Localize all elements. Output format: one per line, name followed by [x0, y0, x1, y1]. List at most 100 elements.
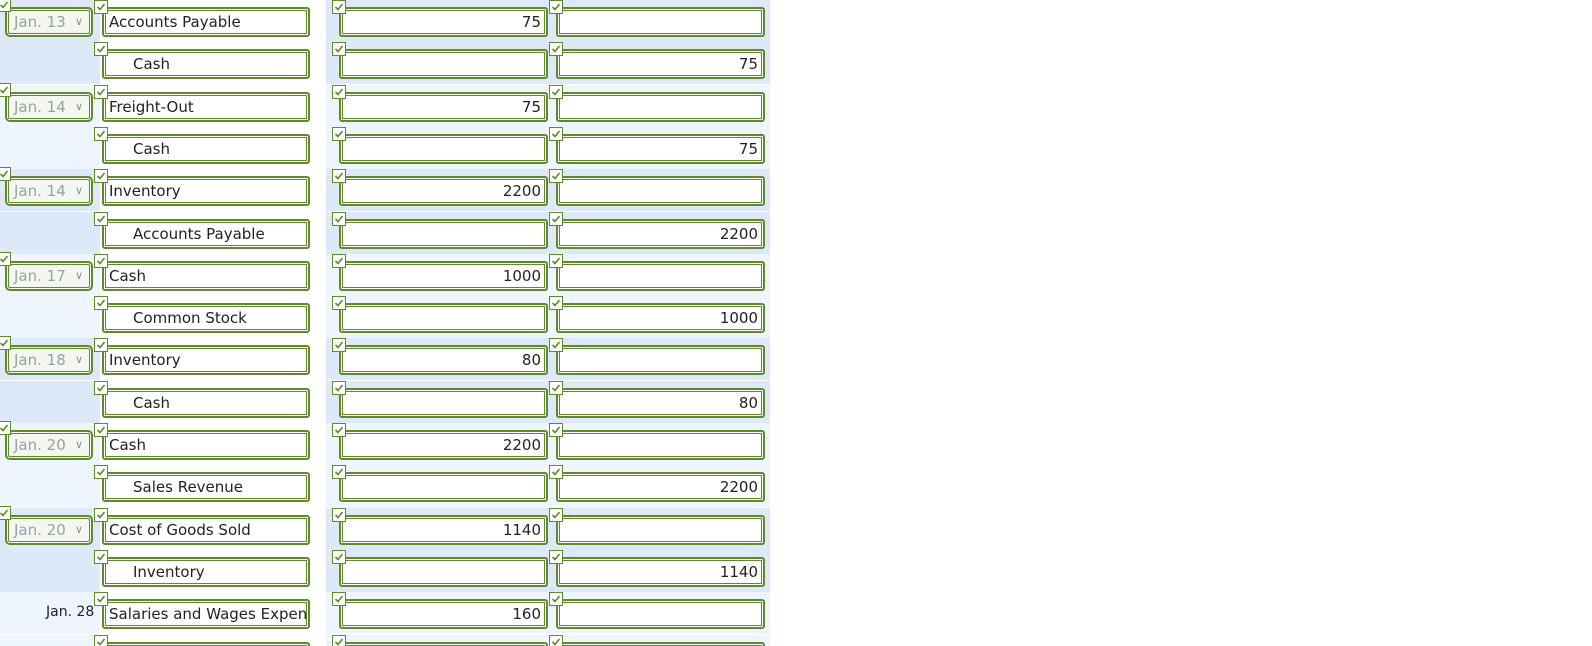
credit-input[interactable]: 1000 — [556, 303, 765, 333]
check-icon — [94, 423, 108, 437]
account-title-input[interactable]: Cost of Goods Sold — [102, 515, 310, 545]
credit-input[interactable]: 80 — [556, 388, 765, 418]
account-title-input[interactable]: Inventory — [102, 345, 310, 375]
debit-input[interactable] — [339, 557, 548, 587]
account-title-input[interactable]: Cash — [102, 134, 310, 164]
check-icon — [0, 252, 11, 266]
account-title-input[interactable]: Salaries and Wages Expens — [102, 599, 310, 629]
credit-input[interactable] — [556, 261, 765, 291]
date-select[interactable]: Jan. 20∨ — [5, 515, 93, 545]
check-icon — [549, 508, 563, 522]
table-row — [0, 635, 770, 646]
table-row: Accounts Payable 2200 — [0, 212, 770, 254]
debit-input[interactable] — [339, 49, 548, 79]
credit-input[interactable]: 2200 — [556, 219, 765, 249]
check-icon — [332, 381, 346, 395]
debit-input[interactable]: 80 — [339, 345, 548, 375]
account-title-input[interactable]: Common Stock — [102, 303, 310, 333]
check-icon — [549, 381, 563, 395]
credit-input[interactable] — [556, 345, 765, 375]
account-title-input[interactable]: Sales Revenue — [102, 472, 310, 502]
table-row: Jan. 14∨ Inventory 2200 — [0, 167, 770, 211]
date-select[interactable]: Jan. 14∨ — [5, 176, 93, 206]
check-icon — [94, 296, 108, 310]
credit-input[interactable] — [556, 430, 765, 460]
date-select[interactable]: Jan. 18∨ — [5, 345, 93, 375]
date-cell — [0, 635, 100, 646]
date-select-value: Jan. 14 — [14, 182, 66, 200]
debit-input[interactable]: 75 — [339, 92, 548, 122]
debit-input[interactable]: 160 — [339, 599, 548, 629]
check-icon — [549, 85, 563, 99]
check-icon — [549, 212, 563, 226]
check-icon — [332, 85, 346, 99]
date-cell — [0, 381, 100, 423]
debit-input[interactable] — [339, 388, 548, 418]
date-select[interactable]: Jan. 20∨ — [5, 430, 93, 460]
account-title-input[interactable] — [102, 642, 310, 646]
check-icon — [332, 338, 346, 352]
debit-input[interactable] — [339, 303, 548, 333]
check-icon — [94, 550, 108, 564]
credit-input[interactable]: 2200 — [556, 472, 765, 502]
table-row: Jan. 20∨ Cash 2200 — [0, 421, 770, 465]
check-icon — [549, 465, 563, 479]
date-cell — [0, 42, 100, 84]
check-icon — [549, 550, 563, 564]
debit-input[interactable]: 1140 — [339, 515, 548, 545]
credit-input[interactable]: 75 — [556, 134, 765, 164]
account-title-input[interactable]: Inventory — [102, 557, 310, 587]
date-select[interactable]: Jan. 14 ∨ — [5, 92, 93, 122]
account-title-input[interactable]: Cash — [102, 49, 310, 79]
credit-input[interactable] — [556, 92, 765, 122]
debit-input[interactable]: 75 — [339, 7, 548, 37]
chevron-down-icon: ∨ — [74, 100, 83, 113]
chevron-down-icon: ∨ — [74, 15, 83, 28]
date-select-value: Jan. 14 — [14, 98, 66, 116]
credit-input[interactable] — [556, 642, 765, 646]
date-select-value: Jan. 20 — [14, 436, 66, 454]
debit-input[interactable] — [339, 472, 548, 502]
debit-input[interactable] — [339, 219, 548, 249]
check-icon — [549, 296, 563, 310]
check-icon — [94, 0, 108, 14]
account-title-input[interactable]: Accounts Payable — [102, 219, 310, 249]
account-title-input[interactable]: Freight-Out — [102, 92, 310, 122]
check-icon — [94, 465, 108, 479]
debit-input[interactable] — [339, 642, 548, 646]
check-icon — [94, 381, 108, 395]
date-select-value: Jan. 17 — [14, 267, 66, 285]
debit-input[interactable]: 2200 — [339, 430, 548, 460]
credit-input[interactable] — [556, 515, 765, 545]
check-icon — [94, 592, 108, 606]
debit-input[interactable]: 2200 — [339, 176, 548, 206]
date-select[interactable]: Jan. 17∨ — [5, 261, 93, 291]
table-row: Sales Revenue 2200 — [0, 465, 770, 507]
credit-input[interactable]: 1140 — [556, 557, 765, 587]
account-title-input[interactable]: Cash — [102, 430, 310, 460]
credit-input[interactable]: 75 — [556, 49, 765, 79]
account-title-input[interactable]: Cash — [102, 261, 310, 291]
account-title-input[interactable]: Cash — [102, 388, 310, 418]
check-icon — [332, 465, 346, 479]
account-title-input[interactable]: Accounts Payable — [102, 7, 310, 37]
date-select[interactable]: Jan. 13∨ — [5, 7, 93, 37]
debit-input[interactable] — [339, 134, 548, 164]
check-icon — [549, 254, 563, 268]
check-icon — [549, 169, 563, 183]
account-title-input[interactable]: Inventory — [102, 176, 310, 206]
check-icon — [332, 508, 346, 522]
check-icon — [94, 635, 108, 646]
credit-input[interactable] — [556, 7, 765, 37]
date-label: Jan. 28 — [46, 604, 95, 620]
credit-input[interactable] — [556, 176, 765, 206]
date-cell — [0, 212, 100, 254]
debit-input[interactable]: 1000 — [339, 261, 548, 291]
check-icon — [549, 423, 563, 437]
check-icon — [332, 0, 346, 14]
check-icon — [94, 85, 108, 99]
check-icon — [549, 0, 563, 14]
credit-input[interactable] — [556, 599, 765, 629]
check-icon — [94, 169, 108, 183]
